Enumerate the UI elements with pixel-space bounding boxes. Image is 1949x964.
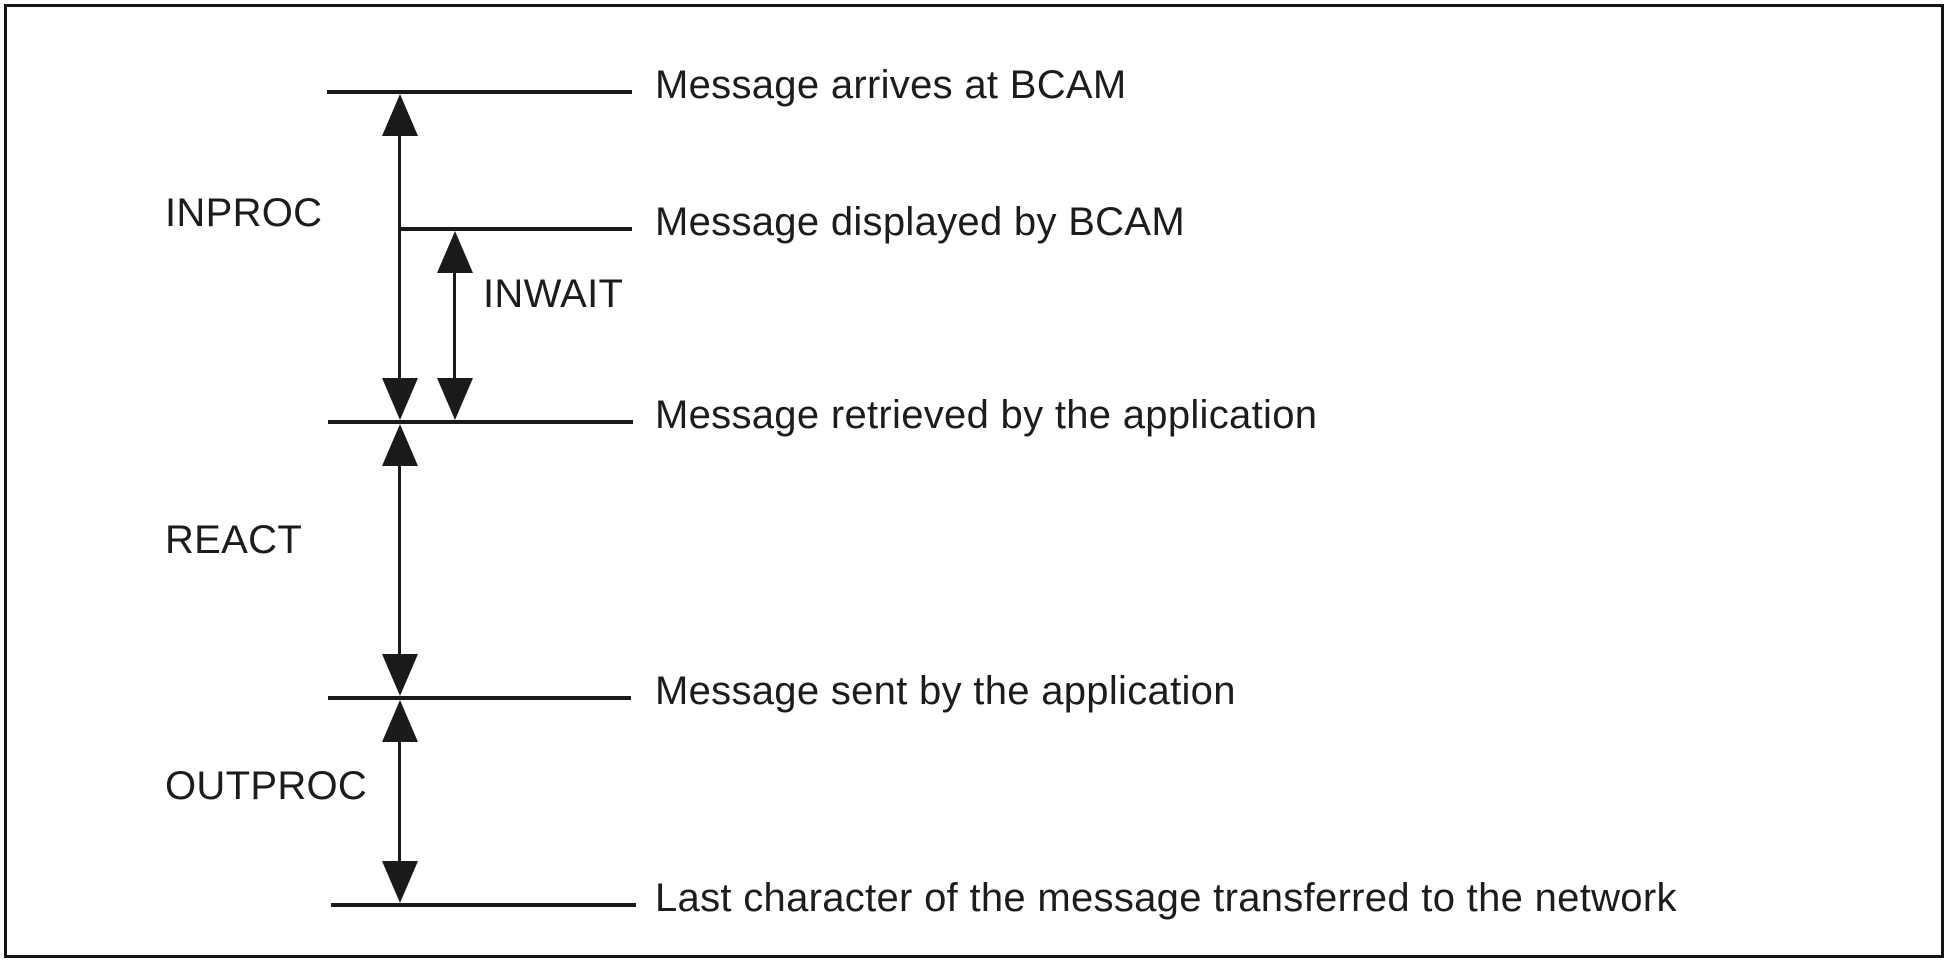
arrowhead-down-icon <box>382 654 418 696</box>
event-label-last-character: Last character of the message transferre… <box>655 876 1677 920</box>
inwait-interval-arrow <box>437 231 473 420</box>
react-interval-arrow <box>382 424 418 696</box>
interval-label-outproc: OUTPROC <box>165 764 368 808</box>
event-tick-last-character <box>331 903 636 907</box>
event-label-message-displayed: Message displayed by BCAM <box>655 200 1185 244</box>
arrow-shaft <box>398 706 401 897</box>
arrowhead-down-icon <box>437 378 473 420</box>
event-tick-message-displayed <box>400 227 632 231</box>
event-label-message-sent: Message sent by the application <box>655 669 1236 713</box>
outproc-interval-arrow <box>382 700 418 903</box>
interval-label-react: REACT <box>165 518 303 562</box>
arrow-shaft <box>398 430 401 690</box>
event-label-message-retrieved: Message retrieved by the application <box>655 393 1318 437</box>
event-label-message-arrives: Message arrives at BCAM <box>655 63 1127 107</box>
event-tick-message-arrives <box>327 90 632 94</box>
arrow-shaft <box>453 237 456 414</box>
interval-label-inwait: INWAIT <box>483 272 624 316</box>
event-tick-message-sent <box>328 696 631 700</box>
arrowhead-down-icon <box>382 861 418 903</box>
figure-border <box>4 4 1944 958</box>
event-tick-message-retrieved <box>328 420 633 424</box>
arrowhead-down-icon <box>382 378 418 420</box>
inproc-interval-arrow <box>382 94 418 420</box>
arrow-shaft <box>398 100 401 414</box>
interval-label-inproc: INPROC <box>165 191 323 235</box>
